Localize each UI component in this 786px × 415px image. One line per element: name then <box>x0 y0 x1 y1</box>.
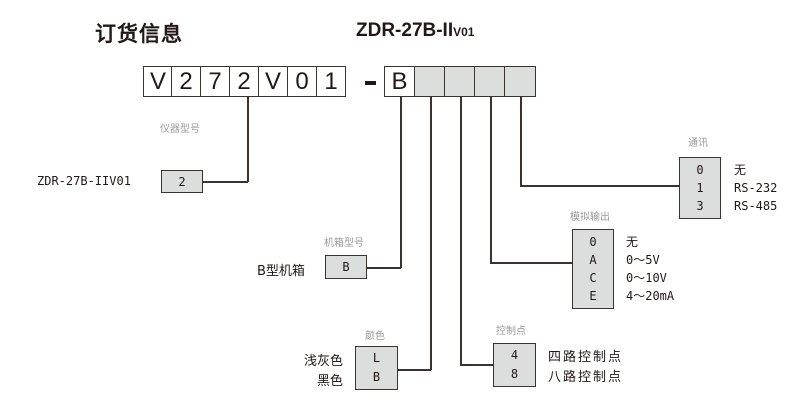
code-cell: V <box>143 66 173 97</box>
option-cell-control <box>444 66 475 97</box>
option-cell-comm <box>504 66 536 97</box>
communication-description: RS-485 <box>734 199 778 213</box>
option-cell-analog <box>474 66 505 97</box>
code-cell: 2 <box>229 66 259 97</box>
color-code-box: L B <box>355 346 398 390</box>
analog-output-description: 0～5V <box>626 253 660 267</box>
code-option: B <box>372 370 381 384</box>
code-option: 0 <box>696 163 704 177</box>
code-cell: 7 <box>200 66 230 97</box>
color-labels: 浅灰色 黑色 <box>283 352 343 392</box>
code-option: L <box>372 351 381 365</box>
code-option: 3 <box>696 199 704 213</box>
connector-line <box>400 97 402 268</box>
analog-output-code-box: 0 A C E <box>572 229 614 309</box>
caption-color: 颜色 <box>365 331 385 342</box>
case-type-code-box: B <box>325 255 367 279</box>
instrument-model-code-box: 2 <box>161 170 203 193</box>
code-cell: 0 <box>287 66 317 97</box>
connector-line <box>366 267 401 269</box>
model-title: ZDR-27B-IIV01 <box>356 20 474 42</box>
code-option: E <box>589 289 597 303</box>
connector-line <box>397 369 431 371</box>
code-option: 8 <box>510 367 519 381</box>
control-point-description: 四路控制点 <box>548 350 624 365</box>
code-cell: V <box>258 66 288 97</box>
code-option: 2 <box>178 174 186 189</box>
page-title: 订货信息 <box>95 22 183 46</box>
control-points-descriptions: 四路控制点 八路控制点 <box>548 348 623 388</box>
code-option: A <box>589 253 597 267</box>
caption-case-type: 机箱型号 <box>324 238 364 249</box>
connector-line <box>202 181 248 183</box>
analog-output-description: 4～20mA <box>626 289 675 303</box>
code-option: 4 <box>510 348 519 362</box>
analog-output-descriptions: 无 0～5V 0～10V 4～20mA <box>626 233 674 305</box>
communication-code-box: 0 1 3 <box>679 157 721 219</box>
connector-line <box>430 97 432 370</box>
communication-description: RS-232 <box>734 181 778 195</box>
color-label: 浅灰色 <box>303 354 343 369</box>
instrument-model-label: ZDR-27B-IIV01 <box>37 174 131 188</box>
connector-line <box>490 97 492 263</box>
model-suffix: V01 <box>453 25 475 39</box>
connector-line <box>460 364 494 366</box>
control-points-code-box: 4 8 <box>493 343 536 387</box>
code-option: C <box>589 271 597 285</box>
model-main: ZDR-27B-II <box>356 20 454 41</box>
caption-communication: 通讯 <box>688 138 708 149</box>
connector-line <box>520 185 680 187</box>
option-cell-color <box>414 66 445 97</box>
caption-instrument-model: 仪器型号 <box>160 124 200 135</box>
separator-dash <box>365 81 376 85</box>
code-option: 1 <box>696 181 704 195</box>
caption-control-points: 控制点 <box>496 326 526 337</box>
analog-output-description: 无 <box>626 235 639 249</box>
analog-output-description: 0～10V <box>626 271 667 285</box>
connector-line <box>490 262 572 264</box>
code-option: 0 <box>589 235 597 249</box>
communication-descriptions: 无 RS-232 RS-485 <box>734 161 777 215</box>
code-cell: 2 <box>171 66 201 97</box>
control-point-description: 八路控制点 <box>548 370 624 385</box>
connector-line <box>460 97 462 365</box>
connector-line <box>520 97 522 186</box>
connector-line <box>247 97 249 182</box>
code-option: B <box>342 260 350 274</box>
communication-description: 无 <box>734 163 747 177</box>
option-cell-case: B <box>384 66 415 97</box>
case-type-label: B型机箱 <box>257 264 305 279</box>
color-label: 黑色 <box>316 374 343 389</box>
code-cell: 1 <box>316 66 346 97</box>
caption-analog-output: 模拟输出 <box>570 212 610 223</box>
